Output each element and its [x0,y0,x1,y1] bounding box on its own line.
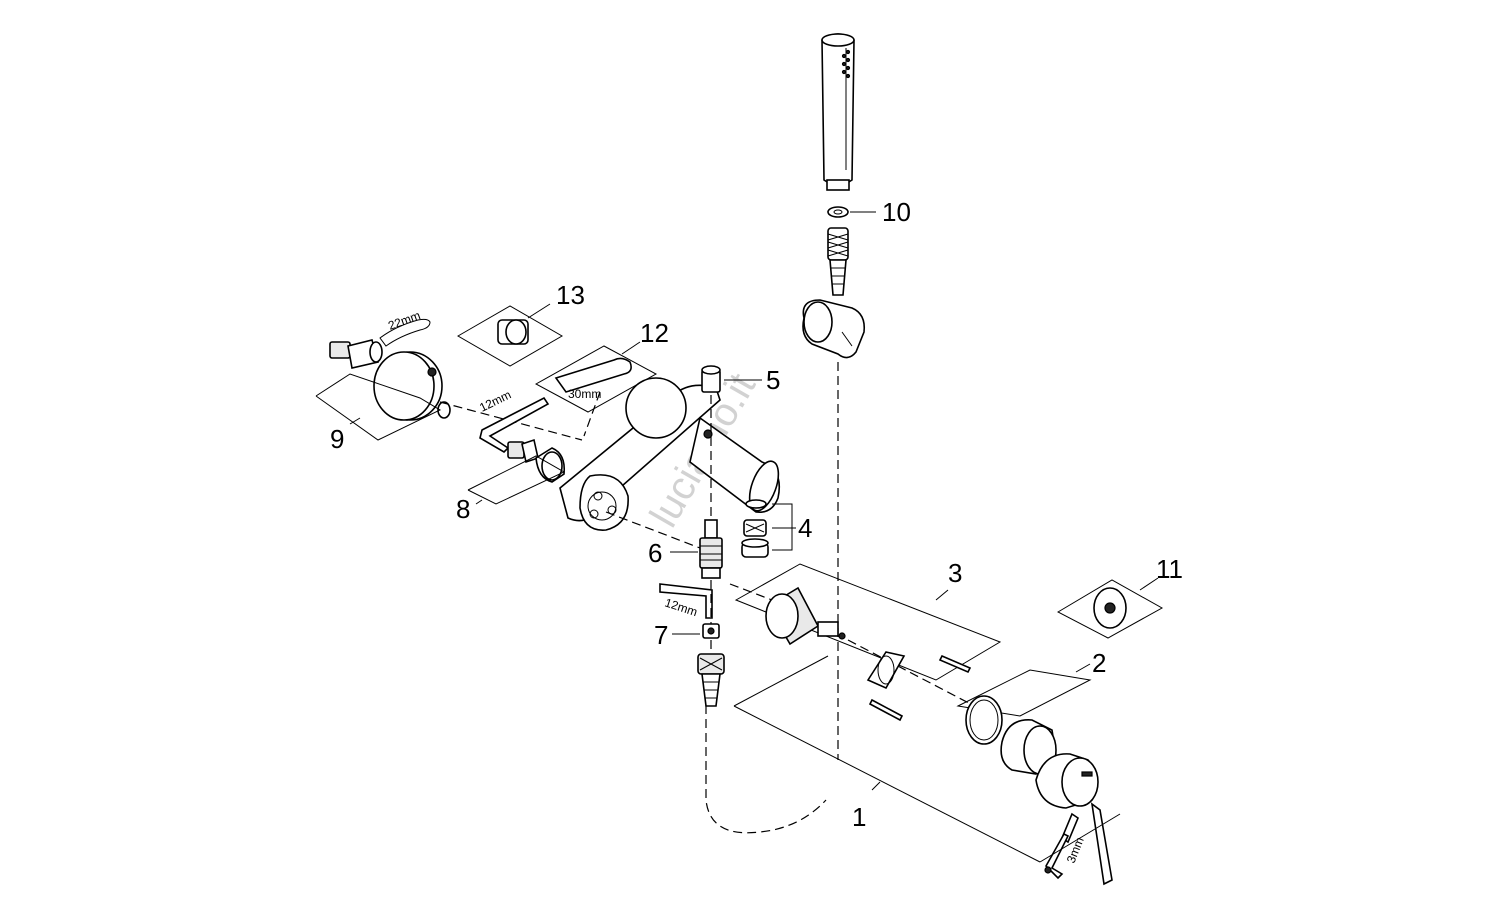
callout-7: 7 [654,620,668,650]
hex-key-12mm-lower: 12mm [659,583,713,620]
callout-3: 3 [948,558,962,588]
handle-lever [1035,753,1113,886]
svg-text:30mm: 30mm [568,387,601,401]
hand-shower [821,33,855,191]
screw-lower [868,698,904,722]
check-valve-7 [702,623,720,639]
screw-upper [938,654,972,674]
svg-text:12mm: 12mm [477,387,513,414]
svg-text:22mm: 22mm [386,308,422,333]
shower-hose-nut [827,227,849,296]
wrench-22mm: 22mm [379,308,431,347]
callout-1: 1 [852,802,866,832]
aerator-4 [741,499,769,558]
spout-plug-5 [701,365,721,393]
svg-text:12mm: 12mm [663,596,699,620]
wall-flange-9 [373,351,443,421]
callout-2: 2 [1092,648,1106,678]
callout-9: 9 [330,424,344,454]
callout-11: 11 [1156,554,1183,584]
callout-8: 8 [456,494,470,524]
s-union-9 [329,339,383,369]
callout-10: 10 [882,197,911,227]
hose-connector [697,653,725,707]
callout-12: 12 [640,318,669,348]
shower-washer-10 [827,206,849,218]
callout-13: 13 [556,280,585,310]
wrench-30mm-12: 30mm [534,345,658,413]
o-ring-2 [965,695,1003,745]
mixer-body [559,377,781,531]
washer-9 [437,401,451,419]
eccentric-8 [507,438,566,483]
callout-4: 4 [798,513,812,543]
trim-11 [1056,579,1164,639]
adapter-13 [456,305,564,367]
callout-5: 5 [766,365,780,395]
mounting-ring [866,651,906,690]
thermostat-cartridge-3 [765,586,846,646]
diverter-cartridge-6 [699,519,723,579]
callout-6: 6 [648,538,662,568]
wall-holder [802,299,866,359]
